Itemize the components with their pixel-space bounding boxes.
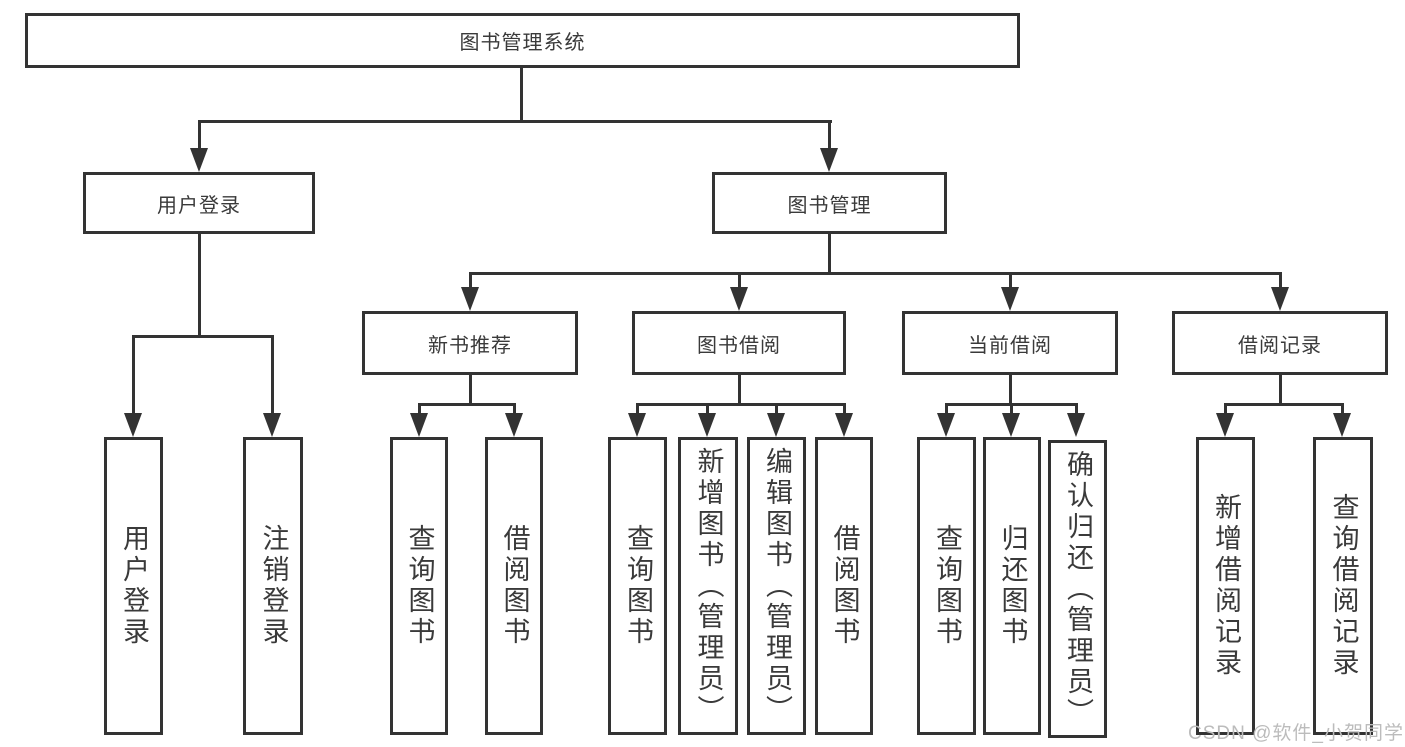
- connector-line: [271, 335, 274, 413]
- node-current-borrowing: 当前借阅: [902, 311, 1118, 375]
- connector-line: [706, 403, 709, 413]
- arrow-down-icon: [835, 413, 853, 437]
- csdn-watermark: CSDN @软件_小贺同学: [1188, 723, 1404, 744]
- arrow-down-icon: [1002, 413, 1020, 437]
- connector-line: [469, 375, 472, 403]
- arrow-down-icon: [124, 413, 142, 437]
- leaf-logout: 注销登录: [243, 437, 303, 735]
- connector-line: [1225, 403, 1343, 406]
- arrow-down-icon: [1216, 413, 1234, 437]
- connector-line: [636, 403, 639, 413]
- arrow-down-icon: [461, 287, 479, 311]
- arrow-down-icon: [767, 413, 785, 437]
- arrow-down-icon: [1333, 413, 1351, 437]
- leaf-recommend-borrow-books-label: 借阅图书: [499, 524, 530, 648]
- leaf-add-borrowing-record: 新增借阅记录: [1196, 437, 1255, 735]
- node-book-management: 图书管理: [712, 172, 947, 234]
- arrow-down-icon: [1271, 287, 1289, 311]
- connector-line: [132, 335, 135, 413]
- leaf-borrowing-borrow-books: 借阅图书: [815, 437, 873, 735]
- leaf-add-borrowing-record-label: 新增借阅记录: [1211, 493, 1241, 679]
- connector-line: [199, 120, 832, 123]
- connector-line: [133, 335, 274, 338]
- arrow-down-icon: [820, 148, 838, 172]
- connector-line: [1010, 403, 1013, 413]
- arrow-down-icon: [410, 413, 428, 437]
- connector-line: [1075, 403, 1078, 413]
- leaf-borrowing-query-books-label: 查询图书: [623, 524, 653, 648]
- leaf-return-books: 归还图书: [983, 437, 1041, 735]
- connector-line: [469, 272, 472, 287]
- node-new-book-recommendation: 新书推荐: [362, 311, 578, 375]
- node-book-borrowing-label: 图书借阅: [697, 334, 781, 357]
- node-borrowing-records: 借阅记录: [1172, 311, 1388, 375]
- arrow-down-icon: [1067, 413, 1085, 437]
- leaf-add-books-admin-label: 新增图书（管理员）: [693, 446, 724, 726]
- connector-line: [198, 234, 201, 335]
- connector-line: [1279, 272, 1282, 287]
- leaf-logout-label: 注销登录: [258, 524, 289, 648]
- connector-line: [843, 403, 846, 413]
- leaf-user-login: 用户登录: [104, 437, 163, 735]
- leaf-borrowing-borrow-books-label: 借阅图书: [829, 524, 860, 648]
- leaf-confirm-return-admin: 确认归还（管理员）: [1048, 440, 1107, 738]
- node-book-borrowing: 图书借阅: [632, 311, 846, 375]
- leaf-confirm-return-admin-label: 确认归还（管理员）: [1063, 449, 1093, 729]
- leaf-recommend-query-books: 查询图书: [390, 437, 448, 735]
- connector-line: [520, 68, 523, 120]
- connector-line: [513, 403, 516, 413]
- leaf-borrowing-query-books: 查询图书: [608, 437, 667, 735]
- connector-line: [738, 375, 741, 403]
- arrow-down-icon: [730, 287, 748, 311]
- node-new-book-recommendation-label: 新书推荐: [428, 334, 512, 357]
- connector-line: [828, 120, 831, 148]
- connector-line: [418, 403, 421, 413]
- leaf-recommend-query-books-label: 查询图书: [404, 524, 435, 648]
- connector-line: [470, 272, 1281, 275]
- leaf-current-query-books: 查询图书: [917, 437, 976, 735]
- connector-line: [1279, 375, 1282, 403]
- connector-line: [828, 234, 831, 272]
- connector-line: [1009, 272, 1012, 287]
- connector-line: [1224, 403, 1227, 413]
- leaf-edit-books-admin: 编辑图书（管理员）: [747, 437, 806, 735]
- arrow-down-icon: [505, 413, 523, 437]
- connector-line: [1341, 403, 1344, 413]
- node-library-system: 图书管理系统: [25, 13, 1020, 68]
- leaf-return-books-label: 归还图书: [997, 524, 1028, 648]
- arrow-down-icon: [937, 413, 955, 437]
- connector-line: [1009, 375, 1012, 403]
- arrow-down-icon: [190, 148, 208, 172]
- connector-line: [419, 403, 515, 406]
- arrow-down-icon: [698, 413, 716, 437]
- connector-line: [637, 403, 844, 406]
- leaf-recommend-borrow-books: 借阅图书: [485, 437, 543, 735]
- node-user-login-label: 用户登录: [157, 194, 241, 217]
- node-borrowing-records-label: 借阅记录: [1238, 334, 1322, 357]
- node-book-management-label: 图书管理: [787, 194, 872, 217]
- node-library-system-label: 图书管理系统: [459, 32, 586, 54]
- leaf-query-borrowing-record: 查询借阅记录: [1313, 437, 1373, 735]
- connector-line: [198, 120, 201, 148]
- node-user-login: 用户登录: [83, 172, 315, 234]
- leaf-add-books-admin: 新增图书（管理员）: [678, 437, 738, 735]
- connector-line: [738, 272, 741, 287]
- node-current-borrowing-label: 当前借阅: [968, 334, 1052, 357]
- leaf-user-login-label: 用户登录: [119, 524, 149, 648]
- connector-line: [945, 403, 948, 413]
- leaf-query-borrowing-record-label: 查询借阅记录: [1328, 493, 1359, 679]
- leaf-current-query-books-label: 查询图书: [932, 524, 962, 648]
- connector-line: [775, 403, 778, 413]
- arrow-down-icon: [263, 413, 281, 437]
- arrow-down-icon: [628, 413, 646, 437]
- arrow-down-icon: [1001, 287, 1019, 311]
- leaf-edit-books-admin-label: 编辑图书（管理员）: [762, 446, 792, 726]
